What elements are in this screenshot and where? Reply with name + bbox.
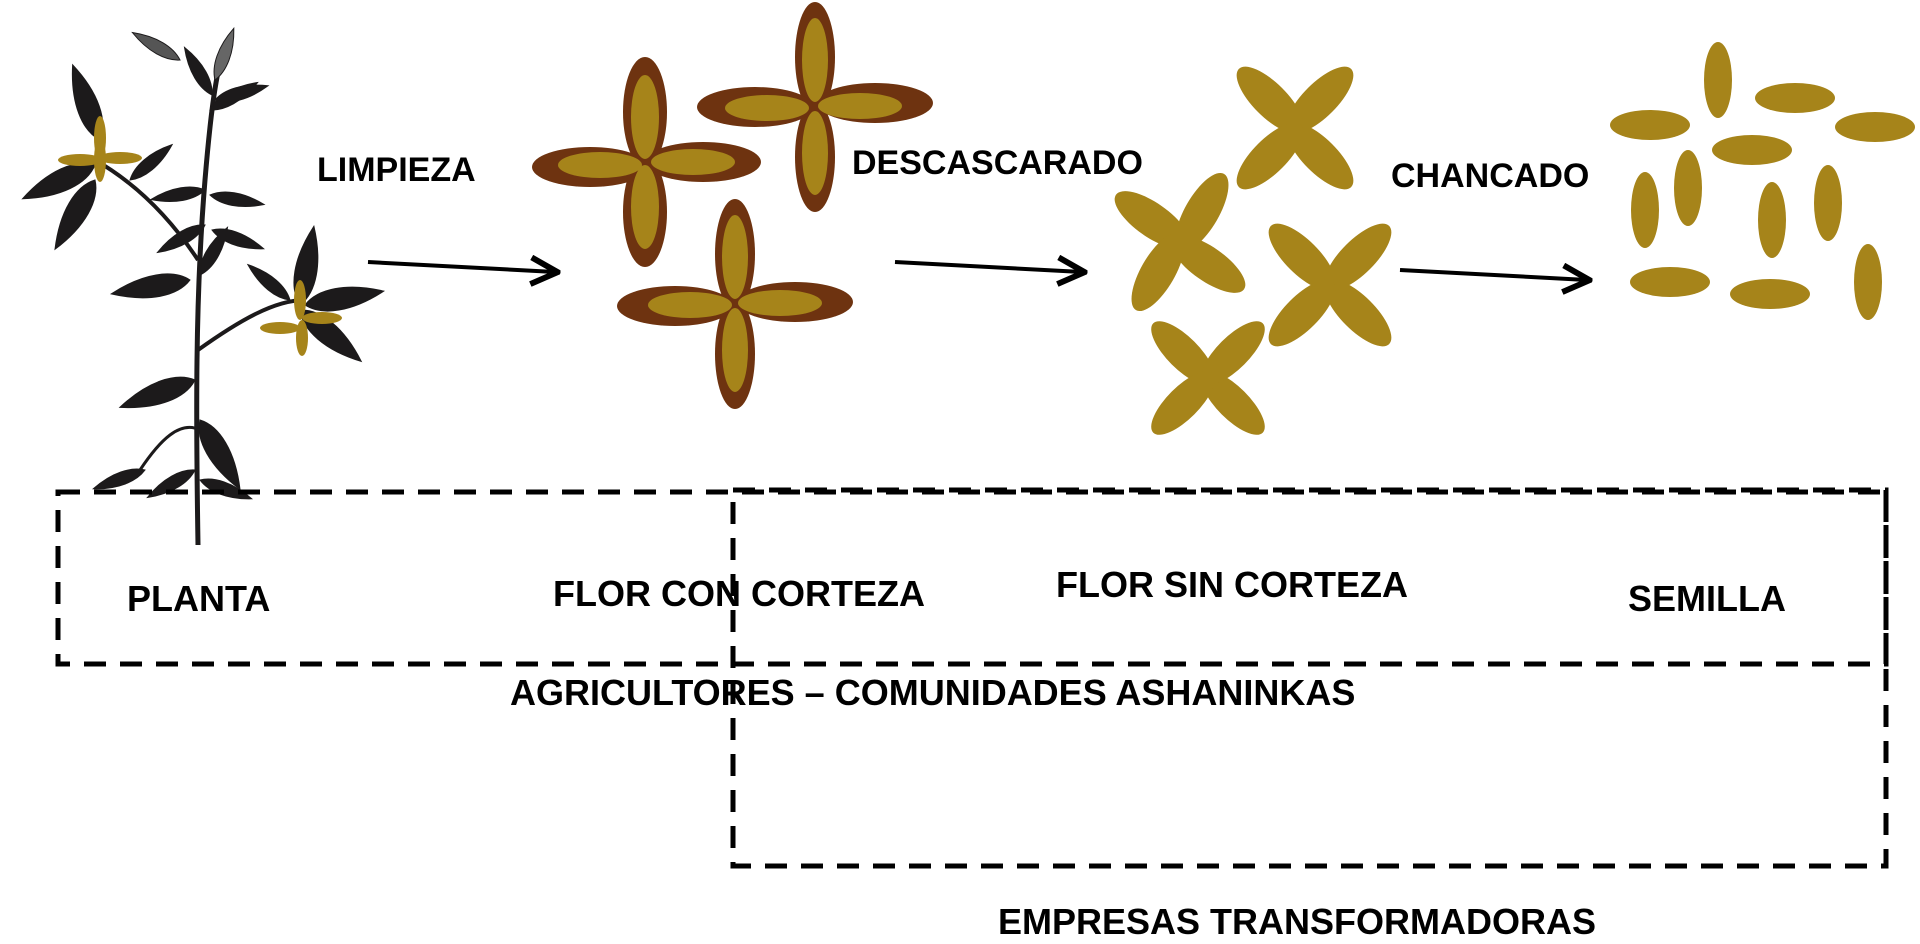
- group-empresas-label: EMPRESAS TRANSFORMADORAS: [998, 901, 1597, 942]
- flowers-with-bark-icon: [532, 2, 933, 409]
- stage-flor-sin-corteza-label: FLOR SIN CORTEZA: [1056, 564, 1408, 605]
- step-descascarado-label: DESCASCARADO: [852, 144, 1143, 182]
- stage-semilla-label: SEMILLA: [1628, 578, 1786, 619]
- stage-flor-con-corteza-label: FLOR CON CORTEZA: [553, 573, 925, 614]
- stage-planta-label: PLANTA: [127, 578, 271, 619]
- group-agricultores-label: AGRICULTORES – COMUNIDADES ASHANINKAS: [510, 672, 1356, 713]
- step-limpieza-label: LIMPIEZA: [317, 151, 476, 189]
- arrow-limpieza: [367, 262, 555, 272]
- seeds-icon: [1610, 42, 1915, 320]
- flowers-without-bark-icon: [1114, 66, 1392, 435]
- agricultores-box: [55, 489, 1889, 667]
- plant-flower-icon: [58, 116, 342, 356]
- arrow-descascarado: [894, 262, 1082, 272]
- empresas-box: [730, 487, 1889, 869]
- step-chancado-label: CHANCADO: [1391, 157, 1590, 195]
- plant-illustration: [17, 25, 387, 546]
- arrow-chancado: [1399, 270, 1587, 280]
